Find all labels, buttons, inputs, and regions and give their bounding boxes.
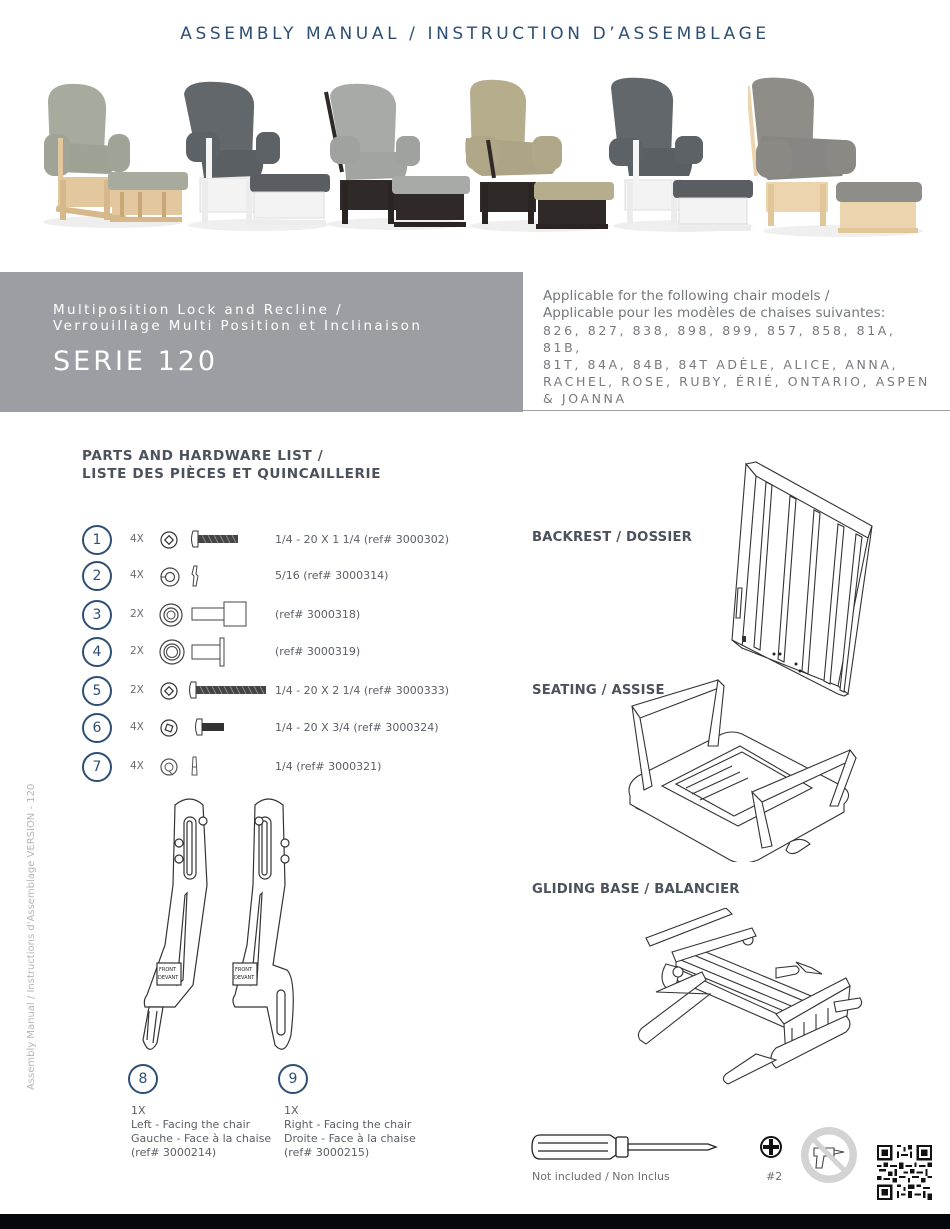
bracket-desc-en: Left - Facing the chair	[131, 1118, 251, 1131]
part-row-2: 2 4X 5/16 (ref# 3000314)	[82, 561, 482, 591]
lock-washer-side-icon	[191, 565, 199, 587]
bushing-side-icon	[191, 637, 225, 667]
part-quantity: 4X	[130, 533, 144, 545]
bracket-left-description: 1X Left - Facing the chair Gauche - Face…	[131, 1104, 271, 1160]
chair-natural-sage	[38, 82, 188, 232]
part-quantity: 2X	[130, 684, 144, 696]
phillips-bit-size: #2	[766, 1170, 783, 1183]
part-spec: 1/4 (ref# 3000321)	[275, 760, 382, 773]
part-number-badge: 3	[82, 600, 112, 630]
chair-photo-strip	[0, 70, 950, 265]
bracket-desc-fr: Gauche - Face à la chaise	[131, 1132, 272, 1145]
tools-not-included-note: Not included / Non Inclus	[532, 1170, 670, 1183]
part-spec: 1/4 - 20 X 1 1/4 (ref# 3000302)	[275, 533, 450, 546]
part-row-5: 5 2X 1/4 - 20 X 2 1/4 (ref# 3000333)	[82, 676, 482, 706]
part-quantity: 1X	[131, 1104, 146, 1117]
split-washer-icon	[160, 758, 178, 776]
screwdriver-icon	[531, 1134, 718, 1160]
models-caption-en: Applicable for the following chair model…	[543, 288, 830, 304]
chair-espresso-light-grey	[322, 82, 472, 237]
bolt-1-1-4-icon	[191, 530, 238, 548]
part-number-badge: 5	[82, 676, 112, 706]
applicable-models: Applicable for the following chair model…	[543, 288, 933, 407]
gliding-base-label: GLIDING BASE / BALANCIER	[532, 882, 740, 897]
devant-tag-text: DEVANT	[234, 975, 255, 981]
spacer-top-icon	[159, 603, 183, 627]
seat-drawing	[628, 678, 857, 862]
bracket-right-description: 1X Right - Facing the chair Droite - Fac…	[284, 1104, 416, 1160]
part-quantity: 4X	[130, 569, 144, 581]
chair-white-dark-grey	[178, 80, 333, 235]
chair-white-grey	[605, 76, 760, 236]
bolt-head-icon	[160, 719, 178, 737]
parts-title-en: PARTS AND HARDWARE LIST /	[82, 448, 324, 464]
spacer-side-icon	[191, 601, 247, 627]
lock-washer-icon	[160, 567, 180, 587]
split-washer-side-icon	[191, 756, 198, 776]
part-number-badge: 8	[128, 1064, 158, 1094]
page-footer-bar	[0, 1214, 950, 1229]
part-quantity: 2X	[130, 645, 144, 657]
models-list-line: RACHEL, ROSE, RUBY, ÉRIÉ, ONTARIO, ASPEN	[543, 374, 931, 389]
parts-title-fr: LISTE DES PIÈCES ET QUINCAILLERIE	[82, 466, 382, 482]
gliding-base-drawing	[637, 908, 863, 1085]
seating-label: SEATING / ASSISE	[532, 683, 665, 698]
part-spec: (ref# 3000318)	[275, 608, 361, 621]
part-number-badge: 1	[82, 525, 112, 555]
bolt-head-icon	[160, 531, 178, 549]
models-list-line: 826, 827, 838, 898, 899, 857, 858, 81A, …	[543, 323, 896, 355]
part-number-badge: 2	[82, 561, 112, 591]
part-spec: (ref# 3000319)	[275, 645, 361, 658]
feature-subtitle-fr: Verrouillage Multi Position et Inclinais…	[53, 318, 423, 334]
bolt-2-1-4-icon	[189, 681, 266, 699]
part-row-3: 3 2X (ref# 3000318)	[82, 600, 482, 630]
chair-natural-grey	[748, 76, 928, 241]
bolt-head-icon	[160, 682, 178, 700]
models-list-line: & JOANNA	[543, 391, 627, 406]
backrest-label: BACKREST / DOSSIER	[532, 530, 693, 545]
front-tag-text: FRONT	[159, 967, 177, 973]
part-number-badge: 7	[82, 752, 112, 782]
recline-bracket-drawings: FRONT DEVANT FRONT DEVANT	[142, 798, 294, 1050]
models-caption-fr: Applicable pour les modèles de chaises s…	[543, 305, 886, 321]
part-number-badge: 4	[82, 637, 112, 667]
part-row-7: 7 4X 1/4 (ref# 3000321)	[82, 752, 482, 782]
front-tag-text: FRONT	[235, 967, 253, 973]
part-row-4: 4 2X (ref# 3000319)	[82, 637, 482, 667]
bracket-desc-fr: Droite - Face à la chaise	[284, 1132, 416, 1145]
devant-tag-text: DEVANT	[158, 975, 179, 981]
part-quantity: 2X	[130, 608, 144, 620]
part-number-badge: 9	[278, 1064, 308, 1094]
models-list-line: 81T, 84A, 84B, 84T ADÈLE, ALICE, ANNA,	[543, 357, 899, 372]
part-spec: 5/16 (ref# 3000314)	[275, 569, 389, 582]
part-quantity: 4X	[130, 760, 144, 772]
right-bracket-icon	[232, 798, 294, 1050]
backrest-drawing	[731, 461, 873, 697]
left-bracket-icon	[142, 798, 208, 1050]
feature-subtitle: Multiposition Lock and Recline / Verroui…	[53, 302, 422, 334]
bracket-ref: (ref# 3000214)	[131, 1146, 217, 1159]
no-power-drill-icon	[801, 1127, 857, 1183]
feature-subtitle-en: Multiposition Lock and Recline /	[53, 302, 344, 318]
bolt-3-4-icon	[195, 718, 224, 736]
divider	[523, 410, 950, 411]
qr-code-icon	[877, 1145, 932, 1200]
part-spec: 1/4 - 20 X 3/4 (ref# 3000324)	[275, 721, 439, 734]
series-banner: Multiposition Lock and Recline / Verroui…	[0, 272, 523, 412]
bushing-top-icon	[159, 639, 185, 665]
manual-title: ASSEMBLY MANUAL / INSTRUCTION D’ASSEMBLA…	[180, 24, 770, 44]
phillips-head-icon	[760, 1136, 782, 1158]
part-quantity: 1X	[284, 1104, 299, 1117]
parts-list-title: PARTS AND HARDWARE LIST / LISTE DES PIÈC…	[82, 447, 381, 483]
series-title: SERIE 120	[53, 346, 219, 377]
part-spec: 1/4 - 20 X 2 1/4 (ref# 3000333)	[275, 684, 450, 697]
chair-espresso-beige	[462, 78, 617, 238]
part-row-1: 1 4X 1/4 - 20 X 1 1/4 (ref# 3000302)	[82, 525, 482, 555]
bracket-ref: (ref# 3000215)	[284, 1146, 370, 1159]
part-row-6: 6 4X 1/4 - 20 X 3/4 (ref# 3000324)	[82, 713, 482, 743]
part-quantity: 4X	[130, 721, 144, 733]
sidebar-version-text: Assembly Manual / Instructions d'Assembl…	[26, 783, 37, 1090]
part-number-badge: 6	[82, 713, 112, 743]
bracket-desc-en: Right - Facing the chair	[284, 1118, 412, 1131]
